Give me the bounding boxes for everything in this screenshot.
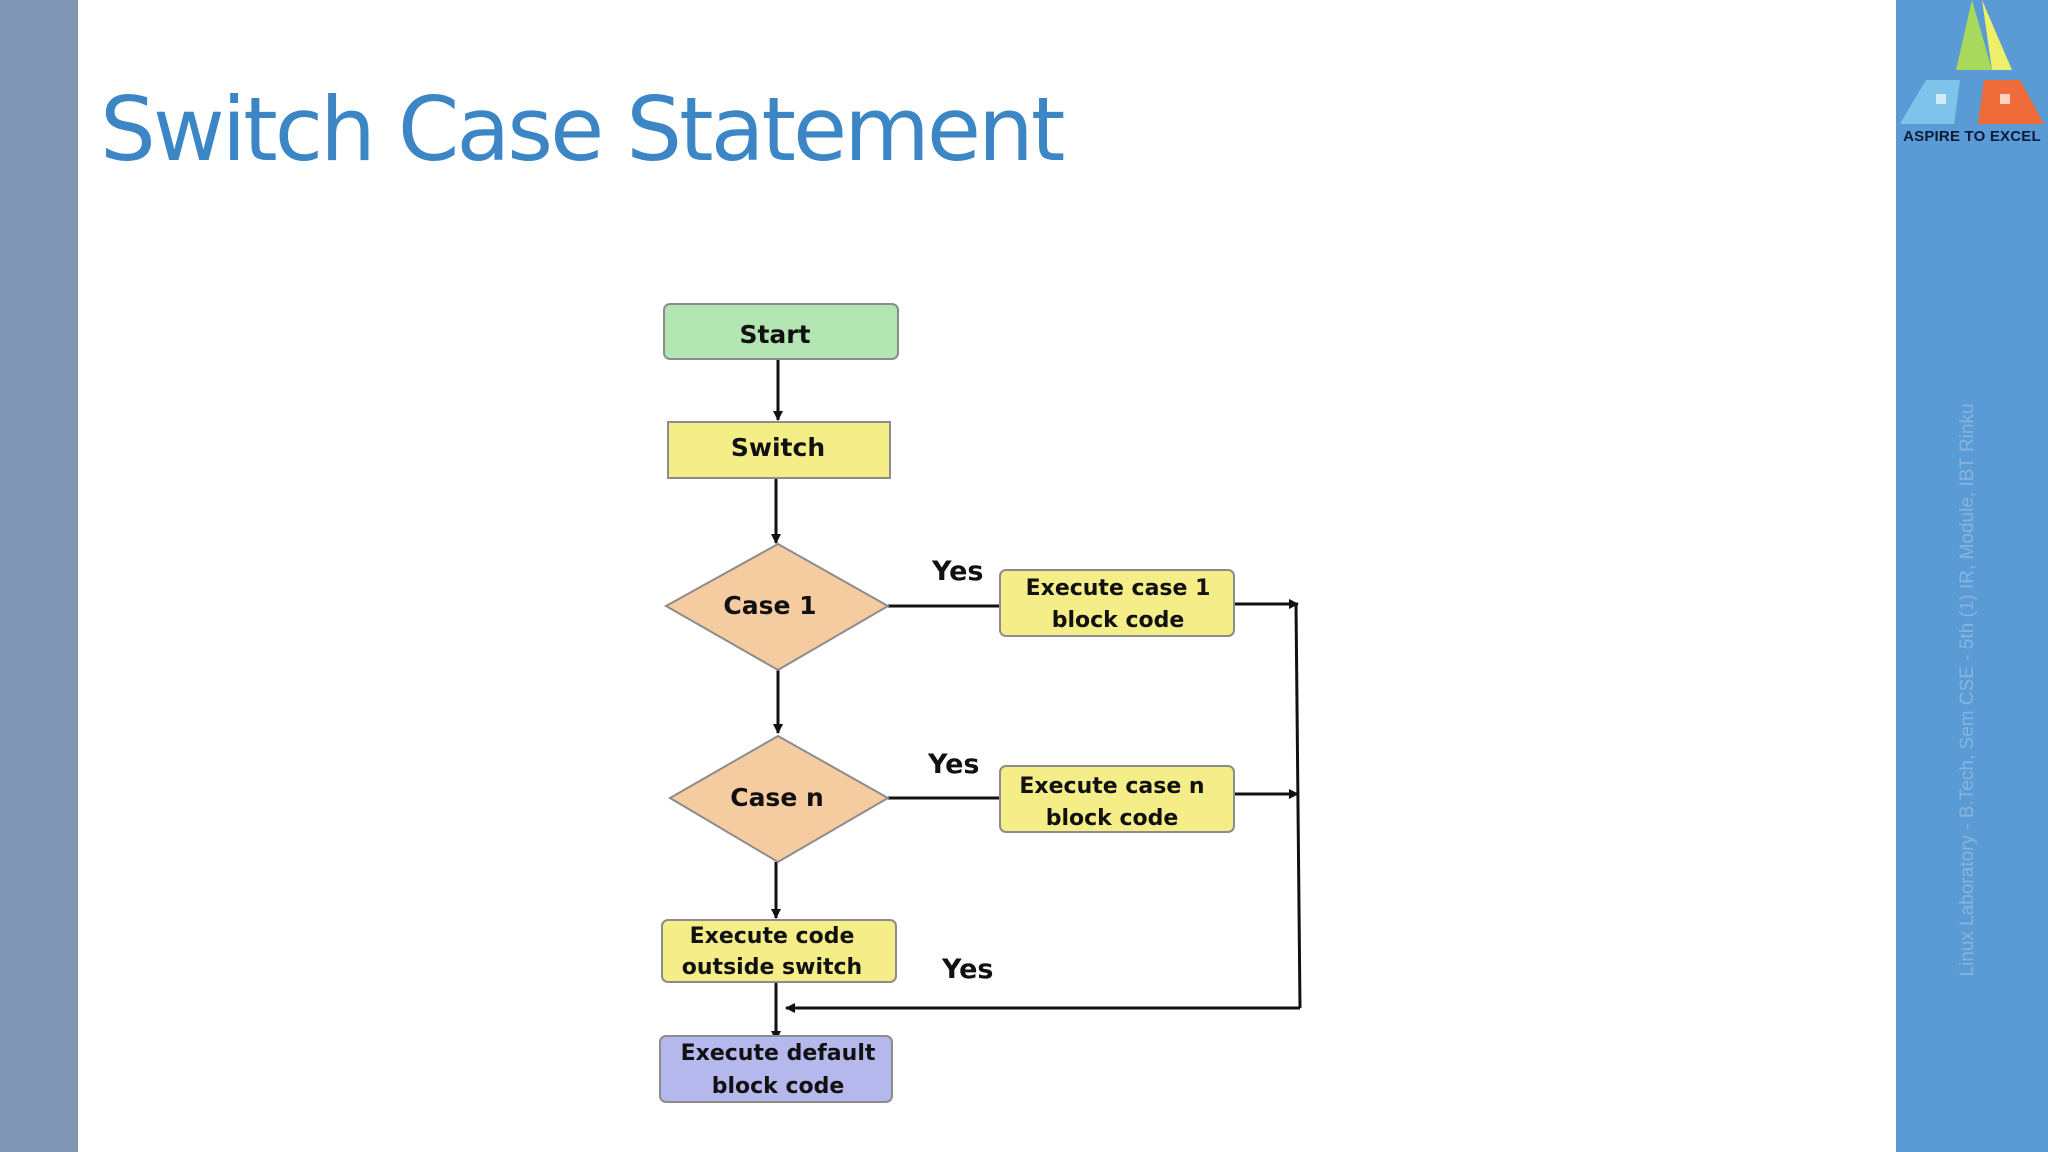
connector-lines — [771, 359, 1302, 1041]
exec-outside-line1: Execute code — [690, 924, 855, 949]
start-node: Start — [663, 303, 899, 360]
case1-label: Case 1 — [723, 591, 816, 620]
exec-default-node: Execute default block code — [659, 1035, 893, 1103]
right-sidebar — [1896, 0, 2048, 1152]
casen-label: Case n — [730, 783, 824, 812]
case1-decision: Case 1 — [663, 542, 891, 672]
exec-outside-node: Execute code outside switch — [661, 919, 897, 983]
logo-caption: ASPIRE TO EXCEL — [1903, 128, 2041, 145]
yes-label-case1: Yes — [931, 556, 983, 587]
slide-canvas — [78, 0, 1896, 1152]
exec-casen-node: Execute case n block code — [999, 765, 1235, 833]
exec-casen-line2: block code — [1046, 806, 1179, 831]
exec-case1-node: Execute case 1 block code — [999, 569, 1235, 637]
slide-title: Switch Case Statement — [100, 78, 1065, 181]
merge-line — [1294, 603, 1302, 1009]
switch-label: Switch — [731, 433, 825, 462]
exec-default-line1: Execute default — [681, 1041, 876, 1066]
casen-decision: Case n — [668, 734, 891, 864]
switch-node: Switch — [667, 421, 891, 479]
left-margin-bar — [0, 0, 78, 1152]
exec-case1-line2: block code — [1052, 608, 1185, 633]
exec-case1-line1: Execute case 1 — [1026, 576, 1211, 601]
exec-default-line2: block code — [712, 1074, 845, 1099]
exec-casen-line1: Execute case n — [1019, 774, 1204, 799]
yes-label-casen: Yes — [927, 749, 979, 780]
yes-label-default: Yes — [941, 954, 993, 985]
aspire-logo — [1900, 0, 2044, 124]
start-label: Start — [739, 320, 810, 349]
exec-outside-line2: outside switch — [682, 955, 862, 980]
